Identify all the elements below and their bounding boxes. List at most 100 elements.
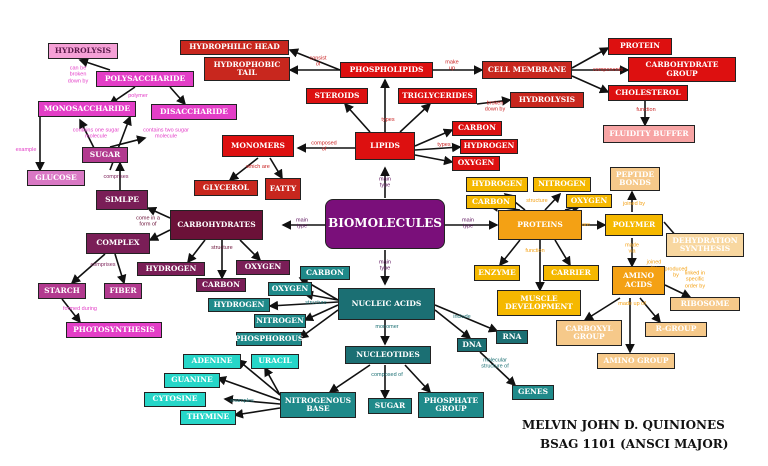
node-genes: GENES bbox=[512, 385, 554, 400]
node-nucleotides: NUCLEOTIDES bbox=[345, 346, 431, 364]
node-carbohydrates: CARBOHYDRATES bbox=[170, 210, 263, 240]
node-lipid-carbon: CARBON bbox=[452, 121, 502, 136]
node-glycerol: GLYCEROL bbox=[194, 180, 258, 196]
label-produced-by: produced by bbox=[664, 266, 688, 279]
label-components: components bbox=[593, 66, 623, 73]
label-linked-order: linked in specific order by bbox=[684, 270, 706, 290]
node-prot-carbon: CARBON bbox=[466, 195, 516, 209]
node-amino-acids: AMINO ACIDS bbox=[612, 266, 665, 295]
node-simple: SIMLPE bbox=[96, 190, 148, 210]
label-monomer: monomer bbox=[375, 323, 399, 330]
node-proteins: PROTEINS bbox=[498, 210, 582, 240]
label-comprises-simple: comprises bbox=[103, 173, 129, 180]
label-structure-prot: structure bbox=[526, 197, 548, 204]
label-joined-by-peptide: joined by bbox=[622, 200, 646, 207]
node-nuc-carbon: CARBON bbox=[300, 266, 350, 280]
label-can-be-broken: can be broken down by bbox=[67, 65, 89, 85]
node-carb-oxygen: OXYGEN bbox=[236, 260, 290, 275]
node-biomolecules: BIOMOLECULES bbox=[325, 199, 445, 249]
node-phosphate-group: PHOSPHATE GROUP bbox=[418, 392, 484, 418]
author-name: MELVIN JOHN D. QUINIONES bbox=[522, 418, 725, 432]
node-rna: RNA bbox=[496, 330, 528, 344]
node-nuc-nitrogen: NITROGEN bbox=[254, 314, 306, 328]
node-lipid-oxygen: OXYGEN bbox=[452, 156, 500, 171]
node-glucose: GLUCOSE bbox=[27, 170, 85, 186]
label-examples: examples bbox=[230, 397, 254, 404]
node-carb-carbon: CARBON bbox=[196, 278, 246, 292]
node-fatty: FATTY bbox=[265, 178, 301, 200]
node-carrier: CARRIER bbox=[543, 265, 599, 281]
label-formed-during: formed during bbox=[63, 305, 97, 312]
node-complex: COMPLEX bbox=[86, 233, 150, 254]
node-lipids: LIPIDS bbox=[355, 132, 415, 160]
label-joined-amino: joined by bbox=[646, 259, 662, 272]
node-starch: STARCH bbox=[38, 283, 86, 299]
node-dehydration-synthesis: DEHYDRATION SYNTHESIS bbox=[666, 233, 744, 257]
label-structure-nuc: structure bbox=[305, 299, 327, 306]
node-ribosome: RIBOSOME bbox=[670, 297, 740, 311]
label-function: function bbox=[636, 106, 656, 113]
label-made-up-of: made up of bbox=[618, 300, 646, 307]
node-uracil: URACIL bbox=[251, 354, 299, 369]
node-polysaccharide: POLYSACCHARIDE bbox=[96, 71, 194, 87]
author-section: BSAG 1101 (ANSCI MAJOR) bbox=[540, 437, 729, 451]
node-nitrogenous-base: NITROGENOUS BASE bbox=[280, 392, 356, 418]
node-lipid-hydrogen: HYDROGEN bbox=[460, 139, 518, 154]
label-two-sugar: contains two sugar molecule bbox=[143, 127, 189, 140]
label-structure-carb: structure bbox=[211, 244, 233, 251]
node-photosynthesis: PHOTOSYNTHESIS bbox=[66, 322, 162, 338]
node-hydrophilic-head: HYDROPHILIC HEAD bbox=[180, 40, 289, 55]
node-sugar-nucleotide: SUGAR bbox=[368, 398, 412, 414]
node-prot-oxygen: OXYGEN bbox=[566, 194, 612, 208]
label-polymer-of: polymer bbox=[128, 92, 148, 99]
label-main-type-prot: main type bbox=[462, 217, 474, 230]
label-composed-of: composed of bbox=[311, 140, 337, 153]
node-guanine: GUANINE bbox=[164, 373, 220, 388]
node-phospholipids: PHOSPHOLIPIDS bbox=[340, 62, 433, 78]
node-adenine: ADENINE bbox=[183, 354, 241, 369]
node-sugar: SUGAR bbox=[82, 147, 128, 163]
node-enzyme: ENZYME bbox=[474, 265, 520, 281]
node-nuc-phosphorous: PHOSPHOROUS bbox=[235, 332, 303, 346]
label-make-up: make up bbox=[445, 59, 459, 72]
node-amino-group: AMINO GROUP bbox=[597, 353, 675, 369]
node-nucleic-acids: NUCLEIC ACIDS bbox=[338, 288, 435, 320]
node-hydrolysis-triglycerides: HYDROLYSIS bbox=[510, 92, 584, 108]
label-include: include bbox=[453, 313, 471, 320]
label-made-via: made via bbox=[625, 242, 639, 255]
node-monomers: MONOMERS bbox=[222, 135, 294, 157]
label-one-sugar: contains one sugar molecule bbox=[72, 127, 120, 140]
node-disaccharide: DISACCHARIDE bbox=[151, 104, 237, 120]
node-r-group: R-GROUP bbox=[645, 322, 707, 337]
node-steroids: STEROIDS bbox=[306, 88, 368, 104]
node-cell-membrane: CELL MEMBRANE bbox=[482, 61, 572, 79]
node-protein: PROTEIN bbox=[608, 38, 672, 55]
node-nuc-oxygen: OXYGEN bbox=[268, 282, 312, 296]
label-come-in: come in a form of bbox=[136, 215, 160, 228]
label-main-type-carb: main type bbox=[296, 217, 308, 230]
node-carbohydrate-group: CARBOHYDRATE GROUP bbox=[628, 57, 736, 82]
node-peptide-bonds: PEPTIDE BONDS bbox=[610, 167, 660, 191]
node-polymer: POLYMER bbox=[605, 214, 663, 236]
label-molecular-structure: molecular structure of bbox=[481, 357, 509, 370]
node-dna: DNA bbox=[457, 338, 487, 352]
node-prot-nitrogen: NITROGEN bbox=[533, 177, 591, 192]
node-hydrophobic-tail: HYDROPHOBIC TAIL bbox=[204, 57, 290, 81]
node-cytosine: CYTOSINE bbox=[144, 392, 206, 407]
label-composed-nuc: composed of bbox=[371, 371, 403, 378]
node-thymine: THYMINE bbox=[180, 410, 236, 425]
node-monosaccharide: MONOSACCHARIDE bbox=[38, 101, 136, 117]
label-main-type-lipid: main type bbox=[379, 176, 391, 189]
label-types-left: types bbox=[381, 116, 395, 123]
label-consist-of: consist of bbox=[309, 55, 327, 68]
node-fiber: FIBER bbox=[104, 283, 142, 299]
label-are: are bbox=[582, 221, 590, 228]
node-carboxyl-group: CARBOXYL GROUP bbox=[556, 320, 622, 346]
node-fluidity-buffer: FLUIDITY BUFFER bbox=[603, 125, 695, 143]
label-which-are: which are bbox=[246, 163, 270, 170]
node-nuc-hydrogen: HYDROGEN bbox=[208, 298, 270, 312]
label-broken-down: broken down by bbox=[484, 100, 506, 113]
label-main-type-nuc: main type bbox=[379, 259, 391, 272]
node-carb-hydrogen: HYDROGEN bbox=[137, 262, 205, 276]
